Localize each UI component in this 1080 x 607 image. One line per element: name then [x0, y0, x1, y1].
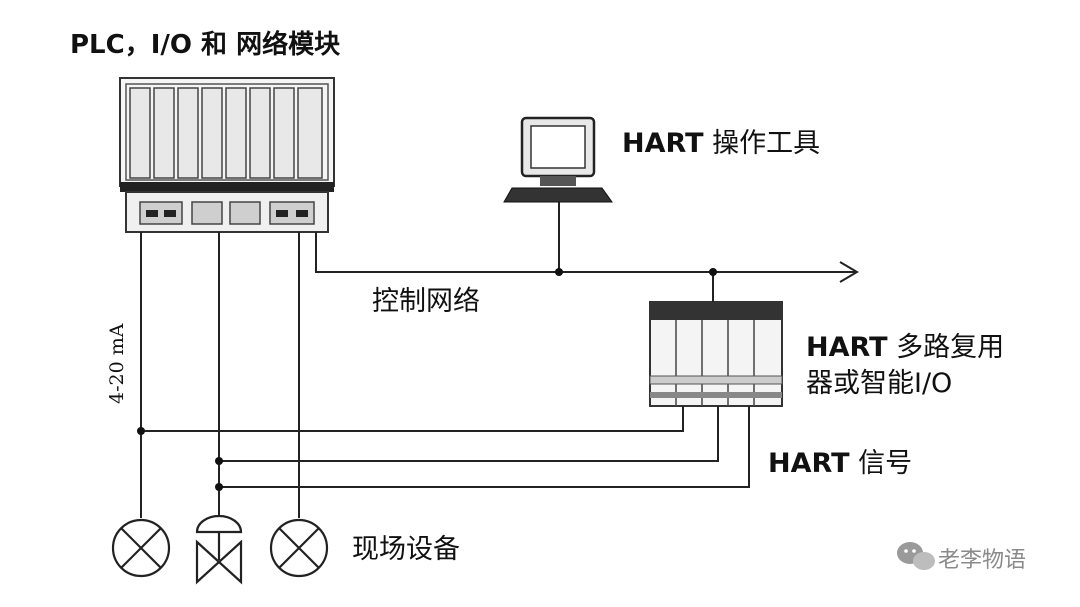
computer-icon — [503, 116, 613, 203]
hart-signal-label-bold: HART — [768, 448, 850, 479]
hart-tool-label-bold: HART — [622, 128, 704, 159]
field-device-lamp-2 — [269, 518, 329, 578]
hart-signal-label-text: 信号 — [858, 448, 913, 479]
hart-signal-label: HART 信号 — [768, 448, 912, 480]
control-network-bus — [315, 202, 859, 302]
hart-tool-label-text: 操作工具 — [712, 128, 821, 159]
field-device-valve — [195, 514, 243, 585]
field-wiring — [140, 232, 750, 518]
hart-mux-label-text: 多路复用 — [896, 332, 1005, 363]
hart-mux-label-bold: HART — [806, 332, 888, 363]
hart-multiplexer — [649, 301, 783, 407]
current-range-label: 4-20 mA — [106, 323, 128, 404]
plc-title-label: PLC，I/O 和 网络模块 — [70, 30, 341, 60]
hart-mux-label-line1: HART 多路复用 — [806, 332, 1004, 364]
field-device-lamp-1 — [111, 518, 171, 578]
hart-tool-label: HART 操作工具 — [622, 128, 820, 160]
plc-rack — [119, 77, 335, 233]
hart-mux-label-line2: 器或智能I/O — [806, 368, 953, 399]
control-network-label: 控制网络 — [372, 286, 480, 317]
watermark-text: 老李物语 — [938, 548, 1027, 573]
field-devices-label: 现场设备 — [352, 534, 460, 565]
wechat-icon — [897, 542, 935, 570]
